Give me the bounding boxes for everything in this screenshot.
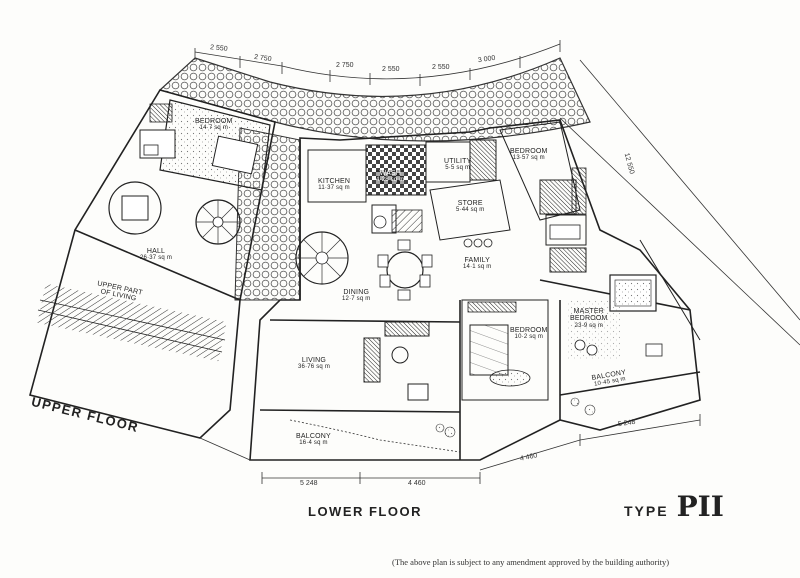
right-bedroom-furniture xyxy=(499,121,587,273)
upper-bedroom-furniture xyxy=(139,99,271,191)
amendment-note: (The above plan is subject to any amendm… xyxy=(392,557,670,567)
dimension-lines-top xyxy=(194,40,800,346)
master-bedroom-furniture xyxy=(566,239,701,360)
dimension-top-4: 2 550 xyxy=(382,66,400,73)
plan-type-prefix: TYPE xyxy=(624,503,669,519)
dimension-lines-bottom xyxy=(199,414,701,484)
lower-spiral-stair xyxy=(295,231,349,285)
upper-floor-outline xyxy=(29,89,276,439)
dimension-bottom-left-2: 4 460 xyxy=(408,480,426,487)
dining-table xyxy=(377,238,493,301)
lower-bedroom-furniture xyxy=(461,299,549,401)
living-furniture xyxy=(289,321,461,453)
dimension-top-5: 2 550 xyxy=(432,64,450,71)
plan-type-label: TYPE PII xyxy=(624,490,724,523)
dimension-top-3: 2 750 xyxy=(336,62,354,69)
lower-floor-outline xyxy=(249,119,701,461)
hall-furniture xyxy=(108,181,241,245)
lower-floor-label: LOWER FLOOR xyxy=(308,504,422,519)
plan-type-numeral: PII xyxy=(676,490,724,523)
kitchen-service-area xyxy=(307,139,511,241)
dimension-bottom-left-1: 5 248 xyxy=(300,480,318,487)
balcony-planting xyxy=(435,397,596,438)
